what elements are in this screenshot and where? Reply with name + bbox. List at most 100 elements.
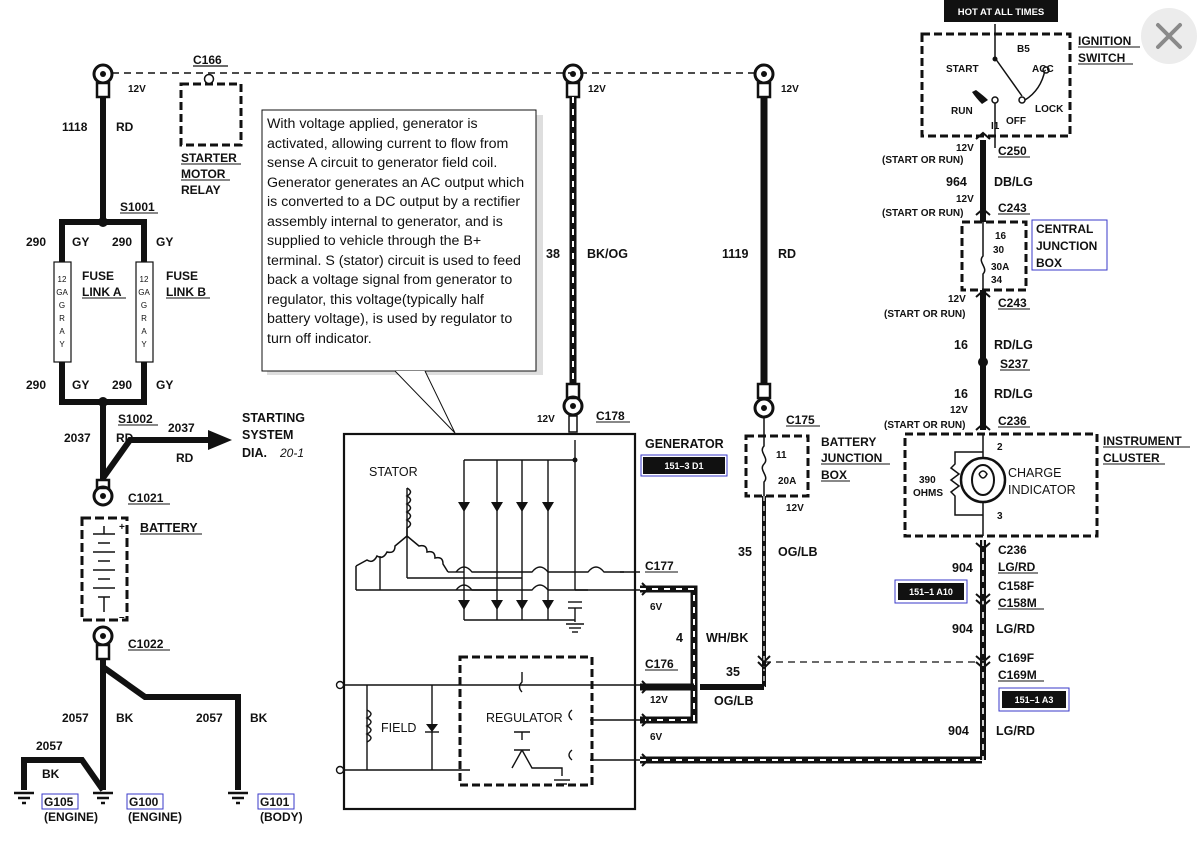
label-generator: GENERATOR [645, 437, 724, 451]
ref-c158-tag [898, 583, 964, 600]
connector-c169m: C169M [998, 668, 1037, 682]
wire-num-1119: 1119 [722, 247, 748, 261]
terminal-c178 [562, 395, 584, 417]
label-ic-1: INSTRUMENT [1103, 434, 1182, 448]
wire-color-16-a: RD/LG [994, 338, 1033, 352]
wire-color-2057-b: BK [250, 711, 268, 725]
svg-text:G: G [141, 301, 147, 310]
label-12v-c178: 12V [537, 414, 555, 425]
wire-color-2037-b: RD [176, 451, 194, 465]
ref-generator-tag [643, 457, 725, 474]
starter-motor-relay [179, 82, 243, 147]
label-sor-c236: (START OR RUN) [884, 420, 965, 431]
hot-at-all-times: HOT AT ALL TIMES [958, 7, 1045, 18]
wire-num-2037-b: 2037 [168, 421, 195, 435]
label-charge-1: CHARGE [1008, 466, 1061, 480]
label-sor-c243b: (START OR RUN) [884, 309, 965, 320]
wire-color-35-a: OG/LB [714, 694, 754, 708]
terminal-c1021 [92, 485, 114, 507]
connector-c169f: C169F [998, 651, 1034, 665]
wire-num-904-a: 904 [952, 561, 973, 575]
connector-c175: C175 [786, 413, 815, 427]
label-12v-c250: 12V [956, 143, 974, 154]
label-12v-bjb: 12V [786, 503, 804, 514]
fuse-link-a-body [53, 261, 72, 363]
ground-g101-icon [228, 791, 248, 805]
label-stator: STATOR [369, 465, 418, 479]
connector-c158m: C158M [998, 596, 1037, 610]
label-12v-c243b: 12V [948, 294, 966, 305]
connector-s1001: S1001 [120, 200, 155, 214]
ground-g105-icon [14, 791, 34, 805]
svg-text:Y: Y [59, 340, 65, 349]
label-fuse-b-1: FUSE [166, 269, 198, 283]
ground-g100: G100 [129, 795, 159, 809]
ground-g105-loc: (ENGINE) [44, 810, 98, 824]
label-12v-1119: 12V [781, 84, 799, 95]
label-12v-1118: 12V [128, 84, 146, 95]
close-icon [1156, 23, 1182, 49]
label-starter-1: STARTER [181, 151, 237, 165]
ground-g100-loc: (ENGINE) [128, 810, 182, 824]
wire-num-964: 964 [946, 175, 967, 189]
label-starting-3: DIA. [242, 446, 267, 460]
ref-c169: 151–1 A3 [1015, 695, 1054, 705]
connector-c1021: C1021 [128, 491, 164, 505]
battery-body [80, 516, 129, 622]
label-cjb-2: JUNCTION [1036, 239, 1097, 253]
instrument-cluster-box [903, 432, 1099, 538]
ref-c169-tag [1002, 691, 1066, 708]
label-bjb-3: BOX [821, 468, 847, 482]
ign-acc: ACC [1032, 64, 1054, 75]
starting-system-arrow [208, 430, 232, 450]
label-starter-3: RELAY [181, 183, 221, 197]
connector-c236b: C236 [998, 543, 1027, 557]
label-regulator: REGULATOR [486, 711, 563, 725]
label-battery: BATTERY [140, 521, 198, 535]
wire-num-290-a1: 290 [26, 235, 46, 249]
cjb-pin-30: 30 [993, 245, 1005, 256]
generator-operation-note: With voltage applied, generator is activ… [267, 116, 525, 347]
wire-num-2037-a: 2037 [64, 431, 91, 445]
connector-c236a: C236 [998, 414, 1027, 428]
wire-color-38: BK/OG [587, 247, 628, 261]
cjb-fuse: 30A [991, 262, 1009, 273]
wire-num-290-b2: 290 [112, 378, 132, 392]
wire-color-1119: RD [778, 247, 796, 261]
ref-c158: 151–1 A10 [909, 587, 953, 597]
label-bjb-2: JUNCTION [821, 451, 882, 465]
svg-text:–: – [119, 612, 125, 623]
wire-num-35-a: 35 [726, 665, 740, 679]
wire-color-904-b: LG/RD [996, 622, 1035, 636]
ign-run: RUN [951, 106, 973, 117]
connector-c166: C166 [193, 53, 222, 67]
connector-c1022: C1022 [128, 637, 164, 651]
cjb-pin-16: 16 [995, 231, 1007, 242]
charge-indicator-lamp-icon [959, 456, 1007, 504]
regulator-box [458, 655, 594, 787]
svg-text:12: 12 [140, 275, 149, 284]
label-12v-c176: 12V [650, 695, 668, 706]
wire-num-16-b: 16 [954, 387, 968, 401]
wire-color-35-b: OG/LB [778, 545, 818, 559]
generator-housing [342, 432, 637, 811]
wire-num-35-b: 35 [738, 545, 752, 559]
wire-color-964: DB/LG [994, 175, 1033, 189]
ign-i1: I1 [991, 121, 1000, 132]
wire-color-2057-c: BK [42, 767, 60, 781]
connector-c243a: C243 [998, 201, 1027, 215]
ground-g105: G105 [44, 795, 74, 809]
wire-num-2057-c: 2057 [36, 739, 63, 753]
label-ign-2: SWITCH [1078, 51, 1125, 65]
label-6v-c177: 6V [650, 602, 663, 613]
svg-text:GA: GA [138, 288, 150, 297]
close-button[interactable] [1141, 8, 1197, 64]
splice-s237 [978, 357, 988, 367]
label-field: FIELD [381, 721, 416, 735]
ignition-switch-box [920, 32, 1072, 138]
connector-s1002: S1002 [118, 412, 153, 426]
label-bjb-1: BATTERY [821, 435, 876, 449]
ground-g100-icon [93, 791, 113, 805]
wire-num-2057-a: 2057 [62, 711, 89, 725]
